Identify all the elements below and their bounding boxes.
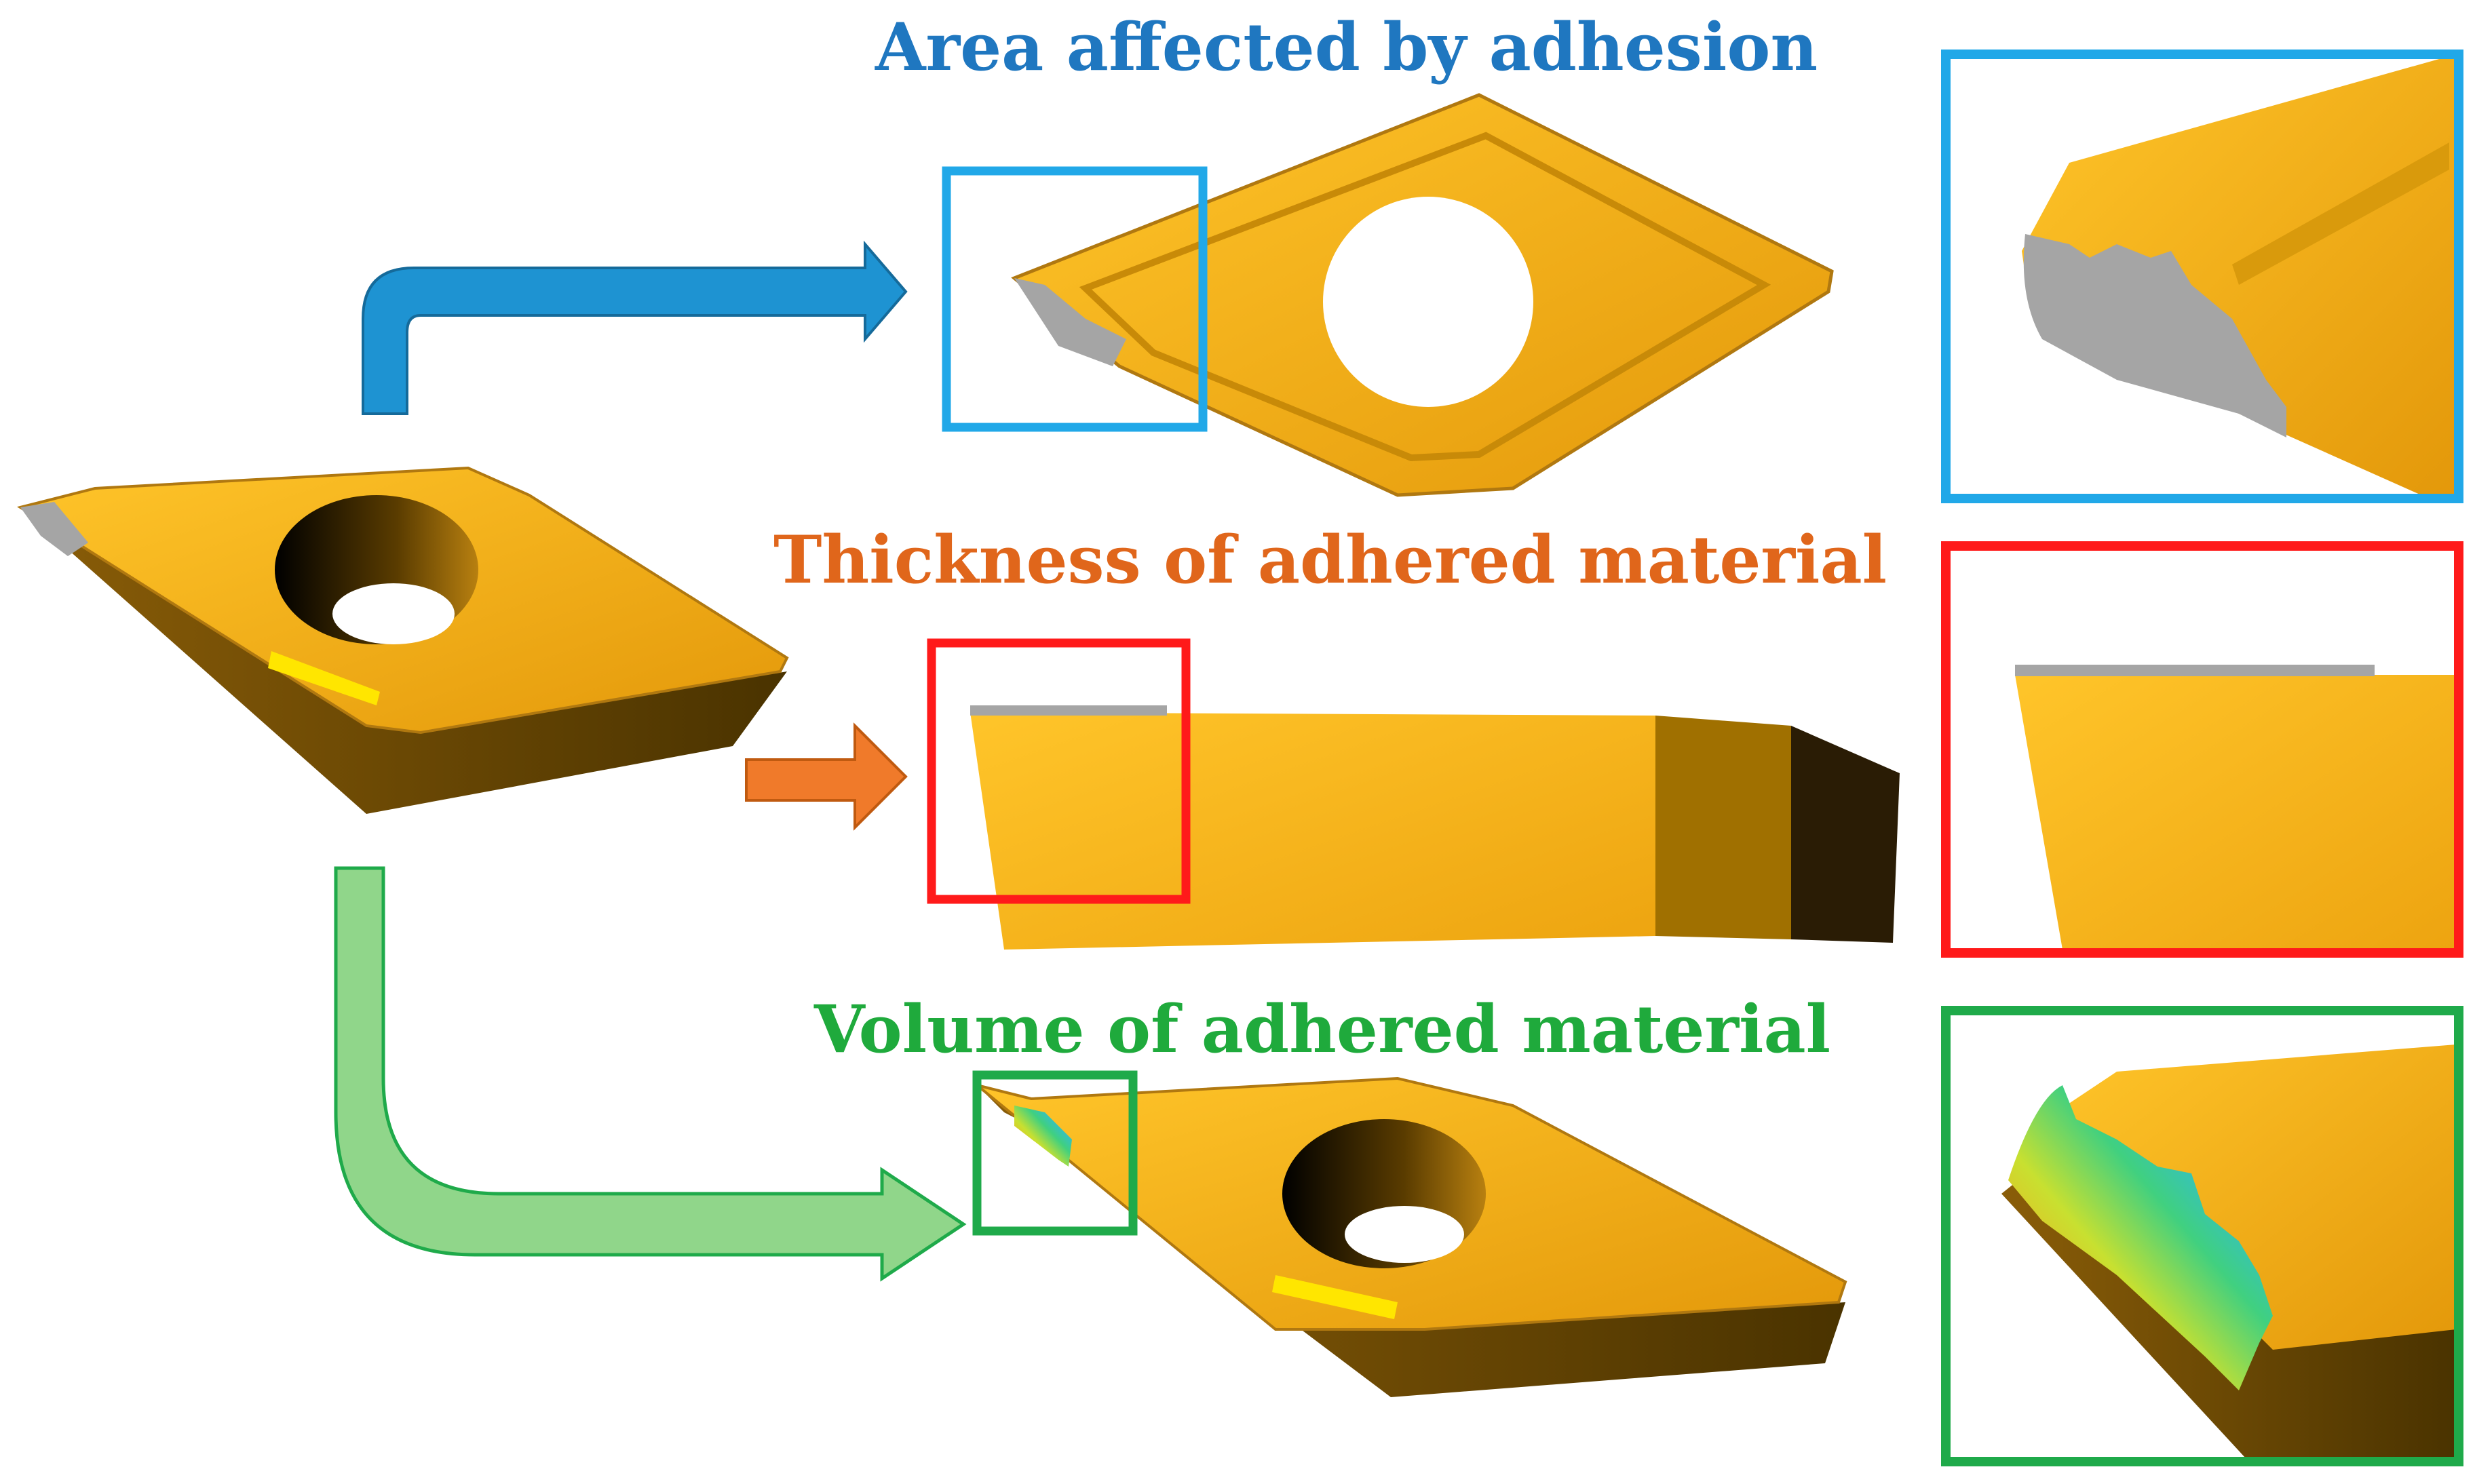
adhered-material-side-view bbox=[970, 705, 1167, 716]
insert-left-hole-bottom bbox=[332, 583, 455, 644]
insert-bottom-chamfer-highlight bbox=[1272, 1275, 1398, 1319]
insert-bottom-side bbox=[977, 1085, 1845, 1397]
box-volume-small bbox=[972, 1070, 1138, 1236]
adhered-material-top-view bbox=[1014, 278, 1126, 366]
zoom-panel-volume bbox=[1941, 1006, 2463, 1466]
insert-side-view-bevel bbox=[1655, 716, 1791, 939]
box-thickness-zoom bbox=[1941, 541, 2463, 958]
insert-left-chamfer-highlight bbox=[268, 651, 380, 705]
insert-isometric-left bbox=[17, 466, 789, 814]
insert-side-view-front bbox=[970, 712, 1655, 950]
arrow-to-area bbox=[362, 240, 908, 415]
zoom-area-adhered-material bbox=[2023, 234, 2286, 437]
label-area-affected: Area affected by adhesion bbox=[875, 9, 1818, 85]
label-thickness-adhered: Thickness of adhered material bbox=[773, 522, 1887, 598]
insert-side-view bbox=[927, 638, 1900, 950]
label-volume-adhered: Volume of adhered material bbox=[814, 991, 1831, 1068]
box-thickness-small bbox=[927, 638, 1191, 904]
adhered-material-volume-small bbox=[1014, 1106, 1072, 1167]
adhered-material-left bbox=[20, 502, 88, 556]
insert-side-view-end bbox=[1791, 726, 1900, 943]
zoom-panel-thickness bbox=[1941, 541, 2463, 958]
zoom-thickness-insert bbox=[2015, 675, 2456, 950]
insert-top-view-inner-ridge bbox=[1079, 132, 1771, 462]
box-area-small bbox=[942, 166, 1208, 432]
insert-top-view-hole bbox=[1323, 197, 1533, 407]
zoom-area-ridge bbox=[2232, 142, 2449, 285]
zoom-panel-area bbox=[1941, 50, 2463, 503]
box-area-zoom bbox=[1941, 50, 2463, 503]
insert-top-view bbox=[942, 93, 1834, 497]
arrow-to-volume bbox=[334, 866, 967, 1282]
zoom-volume-insert-top bbox=[2056, 1044, 2456, 1350]
zoom-volume-adhered-material bbox=[2008, 1085, 2273, 1390]
zoom-thickness-adhered-material bbox=[2015, 665, 2375, 676]
insert-left-side bbox=[20, 507, 787, 814]
insert-isometric-bottom bbox=[972, 1070, 1847, 1397]
insert-bottom-hole-bottom bbox=[1345, 1206, 1464, 1263]
arrow-to-thickness bbox=[745, 722, 908, 831]
box-volume-zoom bbox=[1941, 1006, 2463, 1466]
